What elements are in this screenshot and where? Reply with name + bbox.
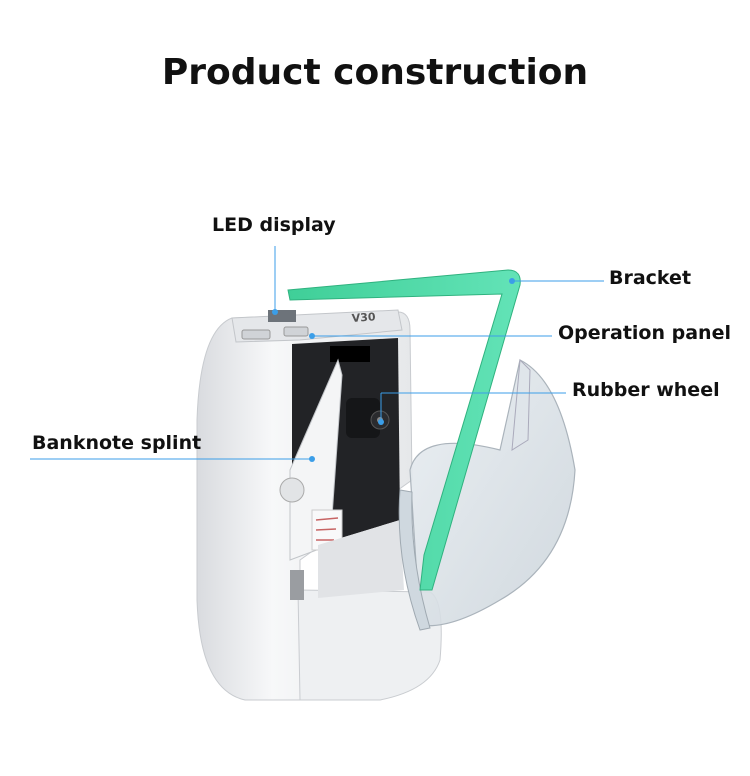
panel-button-right	[283, 326, 309, 337]
label-banknote-splint: Banknote splint	[32, 432, 202, 454]
panel-button-left	[241, 329, 271, 340]
label-led-display: LED display	[212, 214, 336, 236]
label-rubber-wheel: Rubber wheel	[572, 379, 720, 401]
label-operation-panel: Operation panel	[558, 322, 731, 344]
dot-operation-panel	[309, 333, 315, 339]
dot-banknote-splint	[309, 456, 315, 462]
dot-rubber-wheel	[378, 419, 384, 425]
label-bracket: Bracket	[609, 267, 692, 289]
leader-lines	[30, 246, 604, 460]
dot-led-display	[272, 309, 278, 315]
transparent-cover	[409, 359, 576, 627]
page-title: Product construction	[161, 52, 589, 93]
bracket	[287, 269, 521, 591]
model-mark: V30	[351, 310, 376, 325]
dot-bracket	[509, 278, 515, 284]
